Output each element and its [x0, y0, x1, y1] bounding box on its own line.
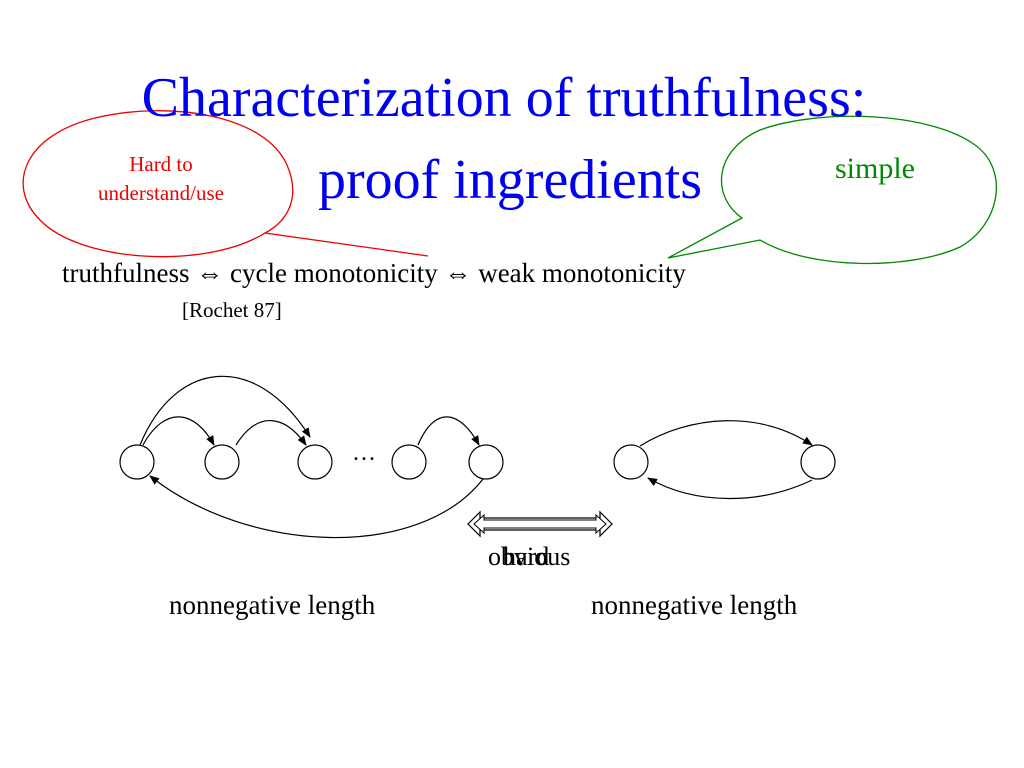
edge-long-arc [139, 375, 311, 446]
equiv-symbol: ⇔ [196, 258, 224, 288]
term-weak-monotonicity: weak monotonicity [478, 258, 686, 288]
graph-node [297, 444, 333, 480]
speech-bubble-left [22, 110, 429, 258]
edge-arc [235, 420, 307, 446]
callout-left-text: Hard to understand/use [56, 150, 266, 208]
callout-right-text: simple [835, 152, 915, 185]
arrow-label-obvious: obvious [488, 542, 571, 571]
graph-node [119, 444, 155, 480]
edge-return-arc [647, 477, 813, 500]
edge-arc [639, 420, 813, 447]
title-line-1: Characterization of truthfulness: [141, 67, 867, 129]
left-graph-caption: nonnegative length [169, 590, 376, 620]
graph-node [800, 444, 836, 480]
arrow-label-hard: hard [503, 542, 550, 571]
term-cycle-monotonicity: cycle monotonicity [230, 258, 438, 288]
citation: [Rochet 87] [182, 298, 282, 322]
graph-node [613, 444, 649, 480]
equiv-symbol: ⇔ [444, 258, 472, 288]
callout-left-line-2: understand/use [98, 181, 224, 205]
graph-node [468, 444, 504, 480]
callout-left-line-1: Hard to [129, 152, 193, 176]
graph-node [204, 444, 240, 480]
title-line-2: proof ingredients [317, 149, 703, 211]
term-truthfulness: truthfulness [62, 258, 190, 288]
graph-node [391, 444, 427, 480]
edge-return-arc [149, 475, 484, 539]
edge-arc [417, 416, 480, 446]
double-arrow-icon [467, 510, 613, 538]
speech-bubble-right [667, 115, 997, 265]
right-graph-caption: nonnegative length [591, 590, 798, 620]
edge-arc [142, 416, 215, 446]
ellipsis: … [352, 440, 376, 466]
equivalence-statement: truthfulness ⇔ cycle monotonicity ⇔ weak… [62, 258, 686, 289]
